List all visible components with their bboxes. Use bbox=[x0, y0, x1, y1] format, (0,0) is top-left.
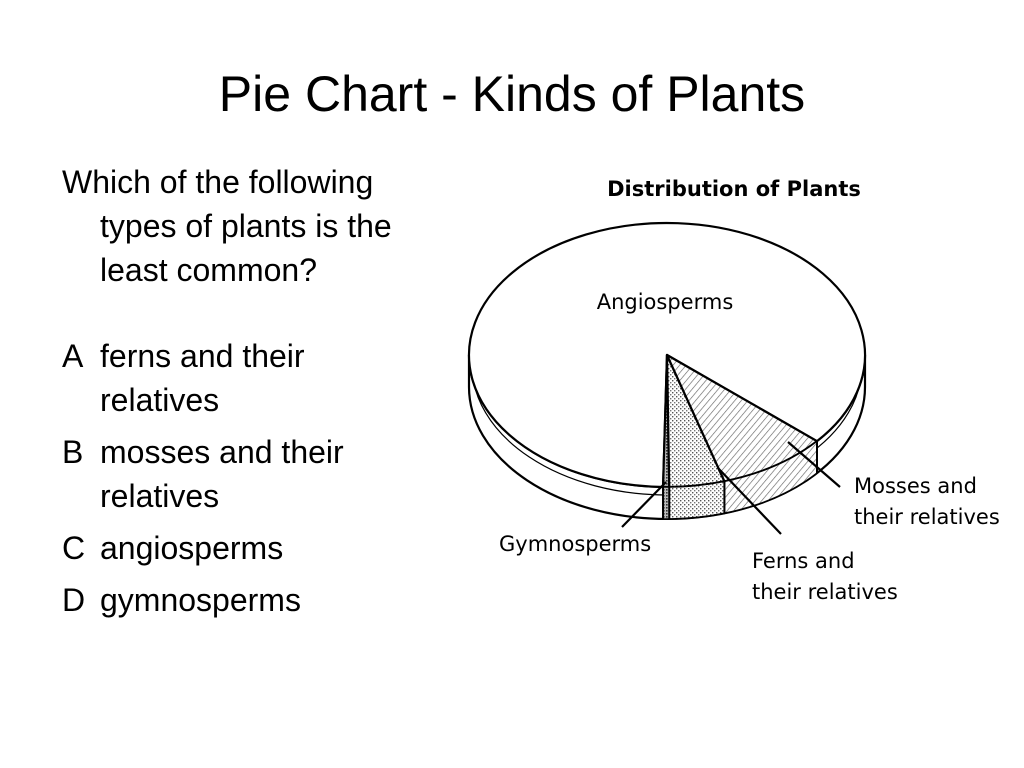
pie-group bbox=[467, 221, 867, 521]
slice-label-ferns: Ferns and bbox=[752, 549, 855, 573]
choice-line: relatives bbox=[100, 478, 220, 514]
choice-letter: D bbox=[62, 582, 86, 618]
chart-title: Distribution of Plants bbox=[607, 177, 861, 201]
pie-side-ferns bbox=[668, 480, 726, 520]
choice-a[interactable]: A ferns and their relatives bbox=[62, 334, 462, 422]
leader-line bbox=[621, 481, 667, 528]
leader-line bbox=[787, 441, 841, 488]
question-line: Which of the following bbox=[62, 164, 374, 200]
choice-text: gymnosperms bbox=[100, 578, 462, 622]
question-line: least common? bbox=[100, 252, 317, 288]
slice-label-mosses: their relatives bbox=[854, 505, 1000, 529]
choice-letter: C bbox=[62, 530, 86, 566]
choice-text: mosses and their relatives bbox=[100, 430, 462, 518]
choice-line: ferns and their bbox=[100, 338, 305, 374]
choice-line: relatives bbox=[100, 382, 220, 418]
choice-c[interactable]: C angiosperms bbox=[62, 526, 462, 570]
choice-line: angiosperms bbox=[100, 530, 284, 566]
choice-line: gymnosperms bbox=[100, 582, 301, 618]
choice-line: mosses and their bbox=[100, 434, 344, 470]
slice-label-gymnosperms: Gymnosperms bbox=[499, 532, 651, 556]
choice-d[interactable]: D gymnosperms bbox=[62, 578, 462, 622]
choice-letter: B bbox=[62, 434, 84, 470]
choice-text: angiosperms bbox=[100, 526, 462, 570]
question-text: Which of the following types of plants i… bbox=[62, 160, 462, 292]
slice-label-mosses: Mosses and bbox=[854, 474, 977, 498]
question-block: Which of the following types of plants i… bbox=[62, 160, 462, 630]
leader-line bbox=[717, 467, 782, 535]
slide-title: Pie Chart - Kinds of Plants bbox=[218, 66, 806, 122]
choice-b[interactable]: B mosses and their relatives bbox=[62, 430, 462, 518]
slice-label-angiosperms: Angiosperms bbox=[597, 290, 734, 314]
choice-letter: A bbox=[62, 338, 84, 374]
choice-text: ferns and their relatives bbox=[100, 334, 462, 422]
question-line: types of plants is the bbox=[100, 208, 392, 244]
slice-label-ferns: their relatives bbox=[752, 580, 898, 604]
